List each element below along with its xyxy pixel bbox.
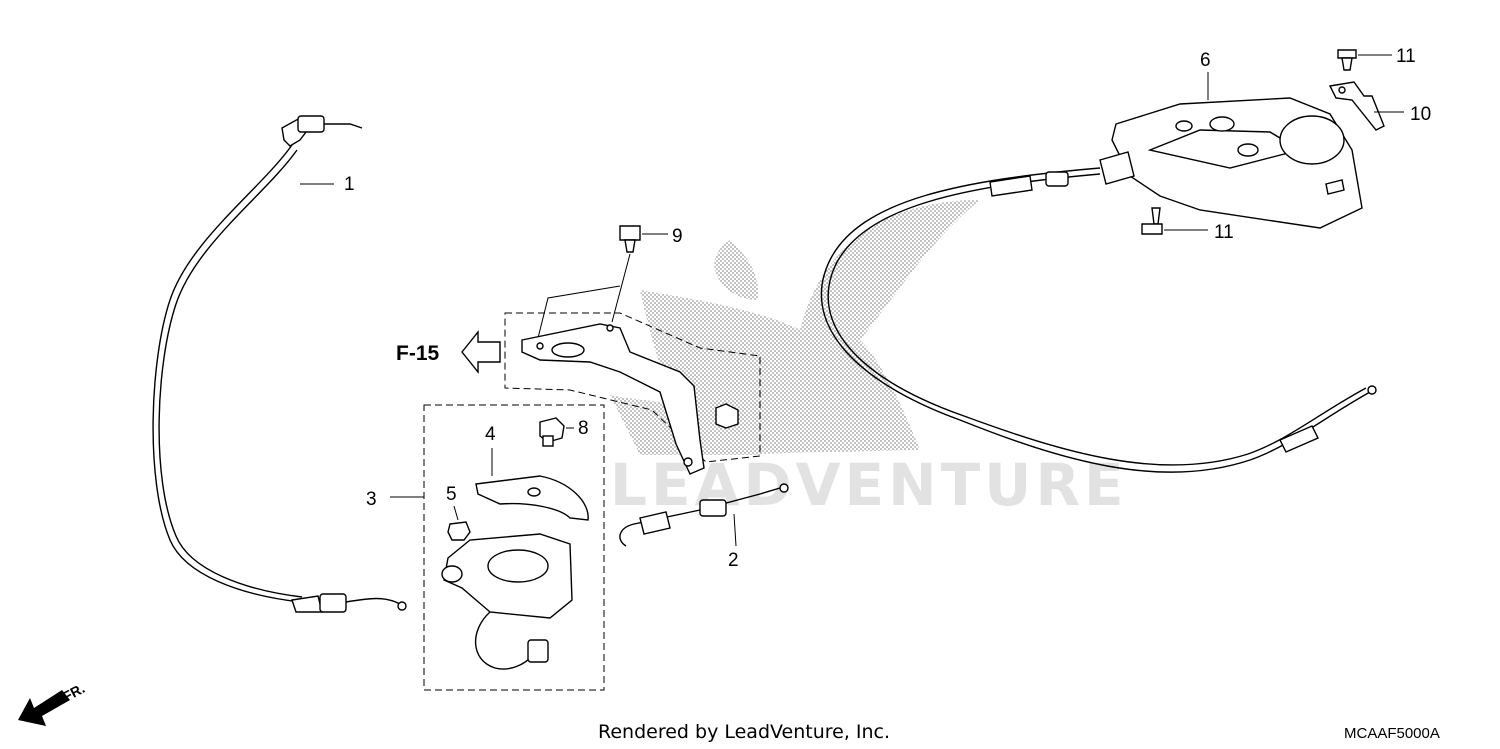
part-5-screw	[447, 521, 471, 541]
part-9-screw	[619, 225, 641, 253]
part-4-cover	[475, 475, 589, 521]
footer-credit: Rendered by LeadVenture, Inc.	[598, 721, 890, 743]
callout-6: 6	[1200, 50, 1211, 71]
part-1-cable	[152, 115, 407, 613]
callout-2: 2	[728, 550, 739, 571]
part-2-cable	[619, 483, 789, 547]
callout-5: 5	[446, 484, 457, 505]
callout-8: 8	[578, 418, 589, 439]
part-11-screw-top	[1337, 49, 1357, 71]
callout-10: 10	[1410, 104, 1431, 125]
reference-arrow-icon[interactable]	[461, 330, 501, 374]
callout-11-lower: 11	[1214, 222, 1234, 243]
main-cable	[820, 167, 1377, 473]
front-direction-arrow-icon	[18, 690, 70, 726]
diagram-code: MCAAF5000A	[1344, 725, 1440, 742]
part-3-actuator	[441, 533, 573, 670]
reference-label: F-15	[396, 342, 440, 365]
part-8-bolt	[539, 417, 565, 447]
callout-3: 3	[366, 489, 377, 510]
brand-wing-watermark: LEADVENTURE	[610, 200, 1124, 519]
part-6-control-unit	[1099, 97, 1363, 229]
callout-11-top: 11	[1396, 46, 1416, 67]
callout-4: 4	[485, 424, 496, 445]
part-10-bracket	[1328, 81, 1385, 131]
bolt	[715, 403, 739, 429]
part-11-screw-lower	[1141, 207, 1163, 235]
callout-1: 1	[344, 174, 355, 195]
callout-9: 9	[672, 226, 683, 247]
bracket	[521, 323, 705, 475]
